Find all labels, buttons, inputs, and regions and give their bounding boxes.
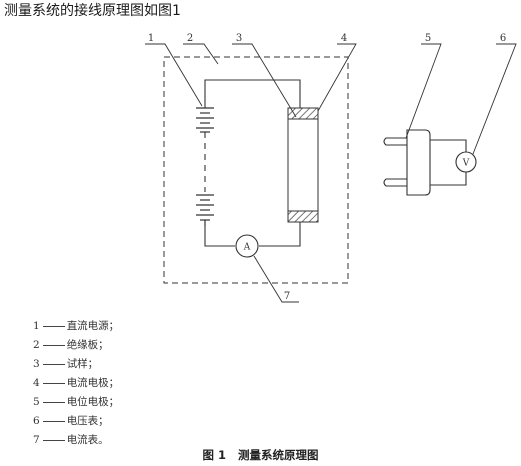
legend-item: 1 直流电源； [33,317,119,336]
callout-number-5: 5 [425,33,431,44]
legend-item-label: 电流电极； [66,377,120,389]
potential-electrode [383,129,467,196]
voltmeter: V [455,151,477,173]
legend-item-label: 电位电极； [66,396,120,408]
legend-item-label: 直流电源； [66,320,120,332]
callout-number-7: 7 [284,291,290,302]
legend-dash [42,363,65,365]
legend-dash [42,382,65,384]
legend-item-number: 1 [33,320,40,332]
figure-caption: 图 1 测量系统原理图 [0,448,521,462]
legend-item: 4 电流电极； [33,374,119,393]
wiring-diagram: A V 1 2 3 4 5 6 7 [145,33,517,303]
callout-leaders [145,43,517,303]
legend: 1 直流电源； 2 绝缘板； 3 试样； 4 电流电极； 5 电位电极； 6 电压表； 7 电… [33,317,119,450]
callout-number-6: 6 [500,33,506,44]
legend-item-number: 2 [33,339,40,351]
current-electrode-top [287,107,319,120]
legend-item: 5 电位电极； [33,393,119,412]
page-title: 测量系统的接线原理图如图1 [4,3,181,19]
legend-item-number: 5 [33,396,40,408]
legend-item: 2 绝缘板； [33,336,119,355]
legend-item-number: 4 [33,377,40,389]
specimen [287,107,319,223]
legend-item-number: 6 [33,415,40,427]
legend-item-label: 电压表； [66,415,109,427]
figure-title: 测量系统原理图 [238,448,319,462]
legend-item: 7 电流表。 [33,431,119,450]
legend-dash [42,401,65,403]
legend-item-number: 7 [33,434,40,446]
legend-dash [42,344,65,346]
dc-power-source [196,107,214,226]
legend-item: 3 试样； [33,355,119,374]
legend-item: 6 电压表； [33,412,119,431]
circuit-wires [204,79,301,247]
ammeter: A [235,234,259,258]
callout-number-1: 1 [148,33,154,44]
current-electrode-bottom [287,210,319,223]
callout-number-3: 3 [236,33,242,44]
callout-number-2: 2 [187,33,193,44]
callout-number-4: 4 [341,33,347,44]
insulating-board [163,56,349,284]
legend-dash [42,325,65,327]
legend-item-label: 绝缘板； [66,339,109,351]
legend-dash [42,420,65,422]
legend-dash [42,439,65,441]
figure-label: 图 1 [202,448,226,462]
legend-item-label: 电流表。 [66,434,109,446]
legend-item-number: 3 [33,358,40,370]
ammeter-symbol: A [243,243,251,253]
voltmeter-symbol: V [462,159,470,169]
legend-item-label: 试样； [66,358,99,370]
